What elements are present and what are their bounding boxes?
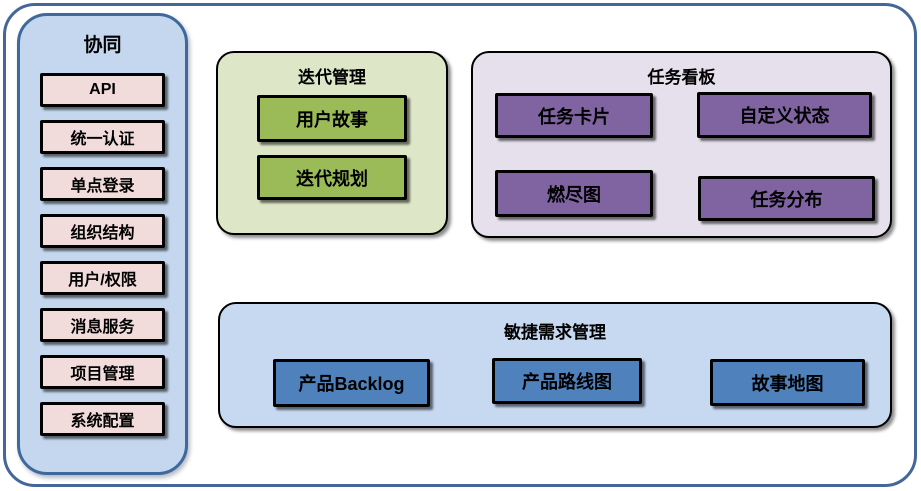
iteration-item-iteration-planning: 迭代规划 <box>257 155 407 200</box>
requirements-item-story-map: 故事地图 <box>710 359 865 406</box>
collaboration-item-unified-auth: 统一认证 <box>40 120 165 154</box>
requirements-item-product-backlog: 产品Backlog <box>273 359 430 407</box>
panel-iteration-title: 迭代管理 <box>298 68 366 87</box>
panel-task-board-title: 任务看板 <box>647 68 716 87</box>
taskboard-item-burndown-chart: 燃尽图 <box>495 170 653 217</box>
panel-agile-requirements: 敏捷需求管理 产品Backlog 产品路线图 故事地图 <box>218 302 892 428</box>
panel-collaboration-title: 协同 <box>83 35 122 56</box>
panel-iteration-management: 迭代管理 用户故事 迭代规划 <box>216 51 448 235</box>
panel-collaboration: 协同 API 统一认证 单点登录 组织结构 用户/权限 消息服务 项目管理 系统… <box>17 13 188 475</box>
collaboration-item-system-config: 系统配置 <box>40 402 165 436</box>
taskboard-item-custom-status: 自定义状态 <box>697 92 872 138</box>
collaboration-item-org-structure: 组织结构 <box>40 214 165 248</box>
requirements-item-product-roadmap: 产品路线图 <box>492 358 642 404</box>
collaboration-item-user-permission: 用户/权限 <box>40 261 165 295</box>
collaboration-item-message-service: 消息服务 <box>40 308 165 342</box>
collaboration-item-api: API <box>40 73 165 107</box>
iteration-item-user-story: 用户故事 <box>257 95 407 142</box>
panel-agile-requirements-title: 敏捷需求管理 <box>504 323 606 342</box>
feature-diagram-canvas: 协同 API 统一认证 单点登录 组织结构 用户/权限 消息服务 项目管理 系统… <box>3 3 917 487</box>
taskboard-item-task-distribution: 任务分布 <box>698 176 875 221</box>
panel-task-board: 任务看板 任务卡片 自定义状态 燃尽图 任务分布 <box>471 51 892 238</box>
taskboard-item-task-card: 任务卡片 <box>495 93 653 138</box>
collaboration-item-list: API 统一认证 单点登录 组织结构 用户/权限 消息服务 项目管理 系统配置 <box>20 73 185 436</box>
collaboration-item-sso: 单点登录 <box>40 167 165 201</box>
collaboration-item-project-management: 项目管理 <box>40 355 165 389</box>
